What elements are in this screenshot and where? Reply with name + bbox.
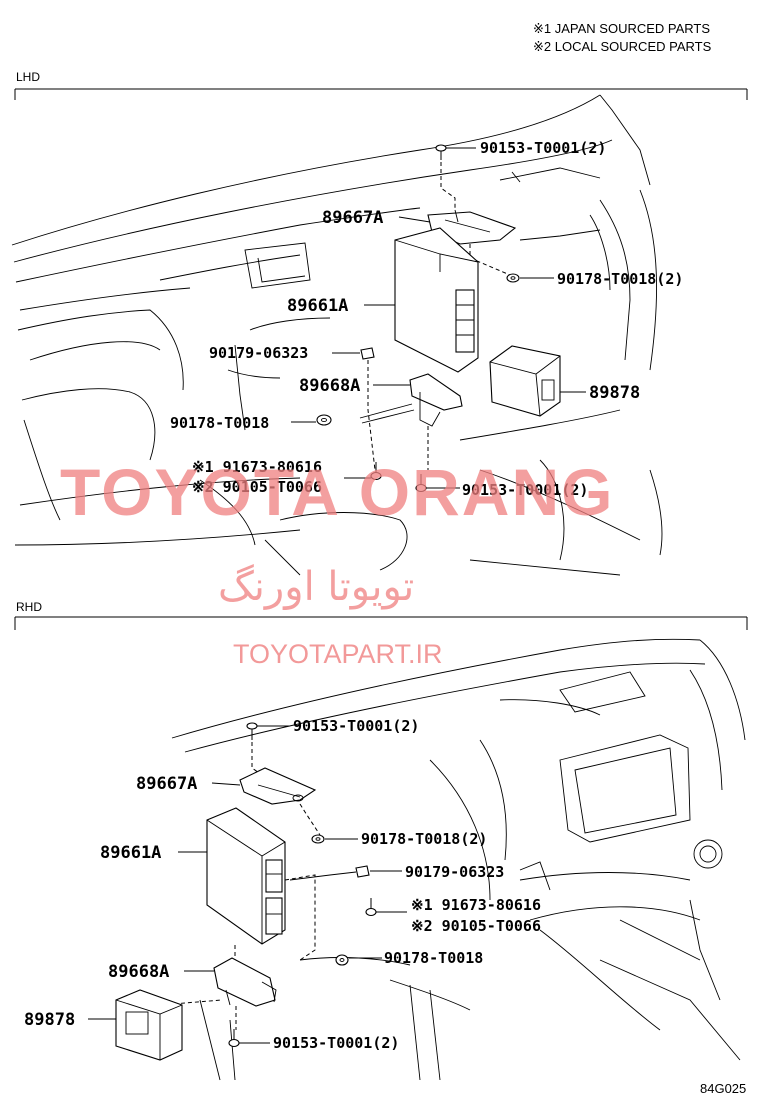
lhd-label-screw-local: ※2 90105-T0066 [192,478,322,496]
screw-icon [365,898,377,917]
watermark-site: TOYOTAPART.IR [233,639,443,669]
dashboard-outline-rhd [171,638,746,1081]
lhd-label-ecu: 89661A [287,296,348,316]
rhd-label-bolt-bottom: 90153-T0001(2) [273,1034,399,1052]
section-frame-lhd [14,88,748,100]
rhd-label-screw-jp: ※1 91673-80616 [411,896,541,914]
section-frame-rhd [14,616,748,630]
lhd-label-clip: 90179-06323 [209,344,308,362]
bolt-icon [246,722,258,740]
figure-code: 84G025 [700,1081,746,1096]
rhd-label-bracket-upper: 89667A [136,774,197,794]
section-label-rhd: RHD [16,600,42,614]
rhd-label-nut-single: 90178-T0018 [384,949,483,967]
bolt-icon [435,144,447,160]
rhd-label-module: 89878 [24,1010,75,1030]
ecu-box-icon [394,227,479,373]
lhd-label-bolt-top: 90153-T0001(2) [480,139,606,157]
bolt-icon [228,1029,240,1048]
lhd-label-module: 89878 [589,383,640,403]
note-japan-sourced: ※1 JAPAN SOURCED PARTS [533,21,710,36]
lhd-label-bolt-bottom: 90153-T0001(2) [462,481,588,499]
rhd-label-nut-right: 90178-T0018(2) [361,830,487,848]
nut-icon [311,834,325,844]
rhd-components [88,722,407,1061]
lhd-label-bracket-upper: 89667A [322,208,383,228]
ecu-box-icon [206,807,286,945]
clip-icon [360,347,375,360]
rhd-label-screw-local: ※2 90105-T0066 [411,917,541,935]
lhd-label-screw-jp: ※1 91673-80616 [192,458,322,476]
module-icon [115,989,183,1061]
rhd-label-ecu: 89661A [100,843,161,863]
watermark-brand: TOYOTA ORANG [60,455,614,529]
clip-icon [355,865,370,878]
upper-bracket-icon [239,767,317,805]
screw-icon [370,462,382,481]
rhd-label-bolt-top: 90153-T0001(2) [293,717,419,735]
lhd-components [291,144,586,493]
lhd-label-nut-right: 90178-T0018(2) [557,270,683,288]
rhd-label-bracket-lower: 89668A [108,962,169,982]
module-icon [489,345,561,417]
dashboard-outline-lhd [11,94,663,576]
note-local-sourced: ※2 LOCAL SOURCED PARTS [533,39,712,54]
nut-icon [316,414,332,426]
lhd-label-nut-left: 90178-T0018 [170,414,269,432]
lhd-label-bracket-lower: 89668A [299,376,360,396]
nut-icon [335,954,349,966]
lower-bracket-icon [359,373,463,427]
rhd-label-clip: 90179-06323 [405,863,504,881]
section-label-lhd: LHD [16,70,40,84]
lower-bracket-icon [213,957,277,1007]
nut-icon [506,273,520,283]
watermark-persian: تويوتا اورنگ [218,564,414,610]
